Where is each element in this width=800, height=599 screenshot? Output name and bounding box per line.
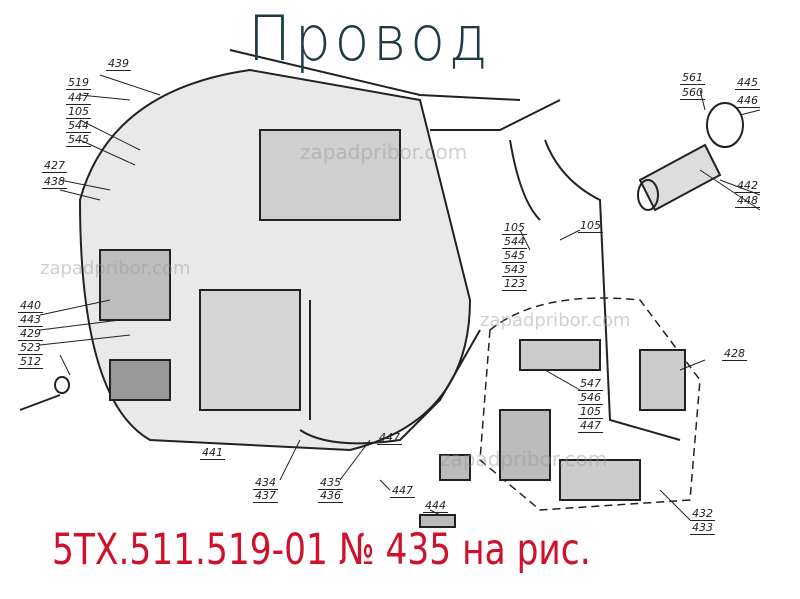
callout-label: 441 — [200, 446, 225, 460]
callout-label: 447 — [66, 91, 91, 105]
callout-label: 440 — [18, 299, 43, 313]
callout-label: 105 — [578, 405, 603, 419]
callout-label: 434 — [253, 476, 278, 490]
watermark: zapadpribor.com — [440, 447, 608, 471]
callout-label: 443 — [18, 313, 43, 327]
watermark: zapadpribor.com — [300, 140, 468, 164]
callout-label: 436 — [318, 489, 343, 503]
callout-label: 446 — [735, 94, 760, 108]
callout-label: 447 — [377, 431, 402, 445]
callout-label: 523 — [18, 341, 43, 355]
callout-label: 447 — [390, 484, 415, 498]
page-title: Провод — [248, 2, 492, 75]
callout-label: 519 — [66, 76, 91, 90]
callout-label: 442 — [735, 179, 760, 193]
bolt — [19, 394, 61, 411]
callout-label: 561 — [680, 71, 705, 85]
callout-label: 544 — [66, 119, 91, 133]
terminal-block — [499, 409, 551, 481]
callout-label: 437 — [253, 489, 278, 503]
callout-label: 105 — [502, 221, 527, 235]
callout-label: 448 — [735, 194, 760, 208]
terminal-block — [559, 459, 641, 501]
callout-label: 428 — [722, 347, 747, 361]
wire — [299, 329, 481, 445]
callout-label: 433 — [690, 521, 715, 535]
coil-front — [199, 289, 301, 411]
callout-label: 439 — [106, 57, 131, 71]
callout-label: 545 — [502, 249, 527, 263]
callout-label: 444 — [423, 499, 448, 513]
callout-label: 105 — [578, 219, 603, 233]
terminal-block — [519, 339, 601, 371]
callout-label: 546 — [578, 391, 603, 405]
callout-label: 512 — [18, 355, 43, 369]
callout-label: 543 — [502, 263, 527, 277]
callout-label: 547 — [578, 377, 603, 391]
callout-label: 123 — [502, 277, 527, 291]
coil-top — [259, 129, 401, 221]
callout-label: 105 — [66, 105, 91, 119]
watermark: zapadpribor.com — [40, 258, 191, 279]
callout-label: 429 — [18, 327, 43, 341]
callout-label: 447 — [578, 419, 603, 433]
callout-label: 544 — [502, 235, 527, 249]
callout-label: 560 — [680, 86, 705, 100]
clamp — [706, 102, 744, 148]
watermark: zapadpribor.com — [480, 310, 631, 331]
part-reference: 5ТХ.511.519-01 № 435 на рис. — [52, 525, 591, 575]
callout-label: 438 — [42, 175, 67, 189]
lug — [439, 454, 471, 481]
callout-label: 432 — [690, 507, 715, 521]
callout-label: 545 — [66, 133, 91, 147]
callout-label: 427 — [42, 159, 67, 173]
callout-label: 435 — [318, 476, 343, 490]
wire — [229, 49, 521, 101]
sleeve — [638, 143, 722, 212]
coil-left — [99, 249, 171, 321]
connector — [639, 349, 686, 411]
callout-label: 445 — [735, 76, 760, 90]
